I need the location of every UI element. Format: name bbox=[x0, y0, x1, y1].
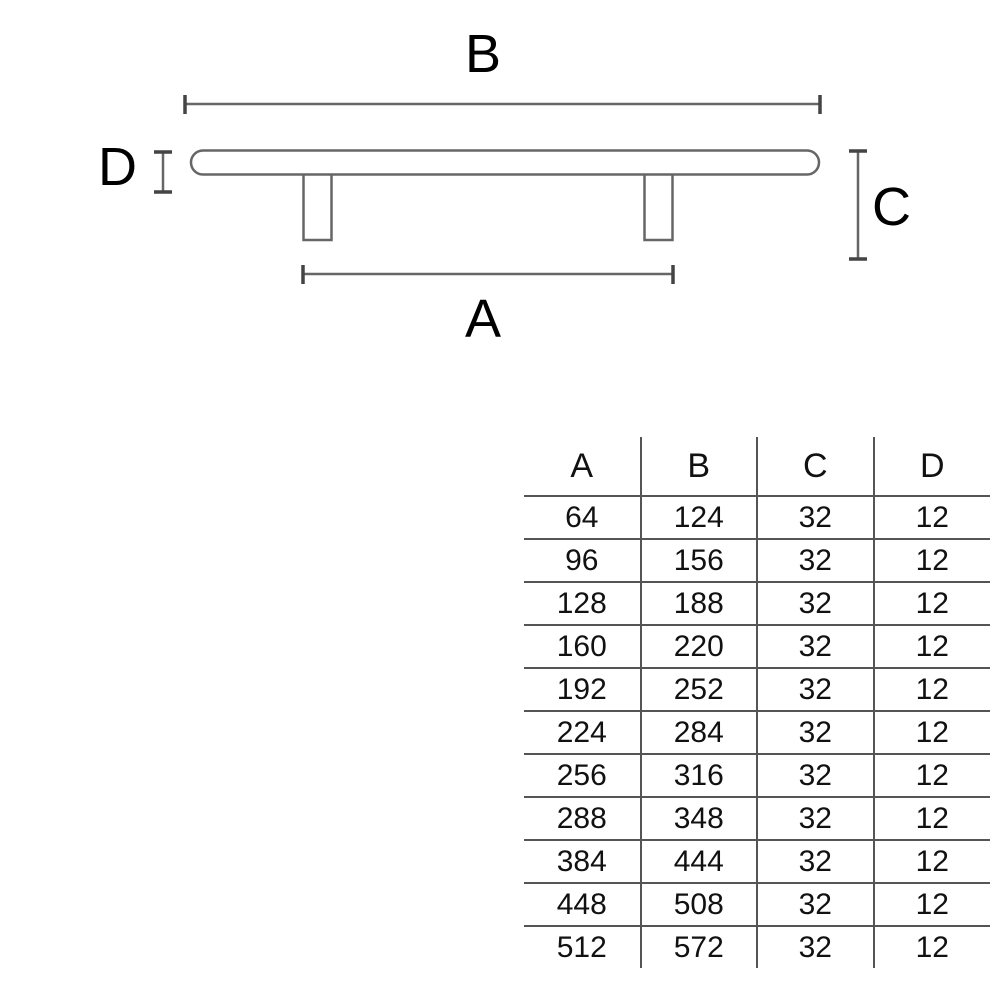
table-cell: 32 bbox=[757, 754, 875, 798]
table-cell: 128 bbox=[524, 582, 642, 626]
table-cell: 96 bbox=[524, 539, 642, 583]
table-cell: 32 bbox=[757, 668, 875, 712]
table-cell: 12 bbox=[873, 539, 990, 583]
table-cell: 256 bbox=[524, 754, 642, 798]
table-cell: 284 bbox=[640, 711, 758, 755]
table-cell: 252 bbox=[640, 668, 758, 712]
right-post bbox=[643, 172, 674, 242]
table-cell: 12 bbox=[873, 711, 990, 755]
table-cell: 384 bbox=[524, 840, 642, 884]
table-cell: 156 bbox=[640, 539, 758, 583]
dimension-label-c: C bbox=[872, 177, 911, 237]
table-cell: 316 bbox=[640, 754, 758, 798]
dimension-line-b bbox=[183, 95, 822, 114]
table-cell: 288 bbox=[524, 797, 642, 841]
table-cell: 32 bbox=[757, 496, 875, 540]
table-cell: 32 bbox=[757, 926, 875, 968]
table-cell: 32 bbox=[757, 797, 875, 841]
rounded-bar bbox=[189, 149, 821, 176]
dimension-line-a bbox=[301, 265, 675, 284]
table-cell: 32 bbox=[757, 625, 875, 669]
table-cell: 508 bbox=[640, 883, 758, 927]
table-cell: 572 bbox=[640, 926, 758, 968]
table-cell: 12 bbox=[873, 582, 990, 626]
table-cell: 220 bbox=[640, 625, 758, 669]
dimension-label-a: A bbox=[465, 289, 502, 349]
technical-drawing: B A C D bbox=[0, 0, 1000, 400]
table-header-cell-b: B bbox=[640, 437, 758, 497]
table-cell: 12 bbox=[873, 496, 990, 540]
table-cell: 12 bbox=[873, 754, 990, 798]
table-cell: 12 bbox=[915, 930, 949, 964]
table-header-cell-c: C bbox=[757, 437, 875, 497]
table-cell: 448 bbox=[524, 883, 642, 927]
table-cell: 32 bbox=[757, 582, 875, 626]
table-cell: 32 bbox=[757, 711, 875, 755]
table-cell: 224 bbox=[524, 711, 642, 755]
dimension-label-b: B bbox=[465, 24, 502, 84]
drawing-svg bbox=[154, 95, 867, 284]
table-cell: 124 bbox=[640, 496, 758, 540]
table-cell: 188 bbox=[640, 582, 758, 626]
table-cell: 12 bbox=[873, 840, 990, 884]
table-cell: 32 bbox=[757, 883, 875, 927]
table-header-cell-d: D bbox=[873, 437, 990, 497]
table-cell: 12 bbox=[873, 625, 990, 669]
table-cell: 348 bbox=[640, 797, 758, 841]
table-cell: 12 bbox=[873, 797, 990, 841]
table-cell: 32 bbox=[757, 840, 875, 884]
dimension-label-d: D bbox=[98, 137, 137, 197]
table-cell: 32 bbox=[757, 539, 875, 583]
table-cell: 512 bbox=[524, 926, 642, 968]
left-post bbox=[302, 172, 333, 242]
table-cell: 12 bbox=[873, 883, 990, 927]
dimension-line-d bbox=[154, 150, 172, 194]
table-cell: 444 bbox=[640, 840, 758, 884]
dimension-line-c bbox=[849, 149, 867, 261]
table-cell: 192 bbox=[524, 668, 642, 712]
table-cell: 12 bbox=[873, 668, 990, 712]
table-cell: 64 bbox=[524, 496, 642, 540]
table-cell: 160 bbox=[524, 625, 642, 669]
table-header-cell-a: A bbox=[524, 437, 642, 497]
